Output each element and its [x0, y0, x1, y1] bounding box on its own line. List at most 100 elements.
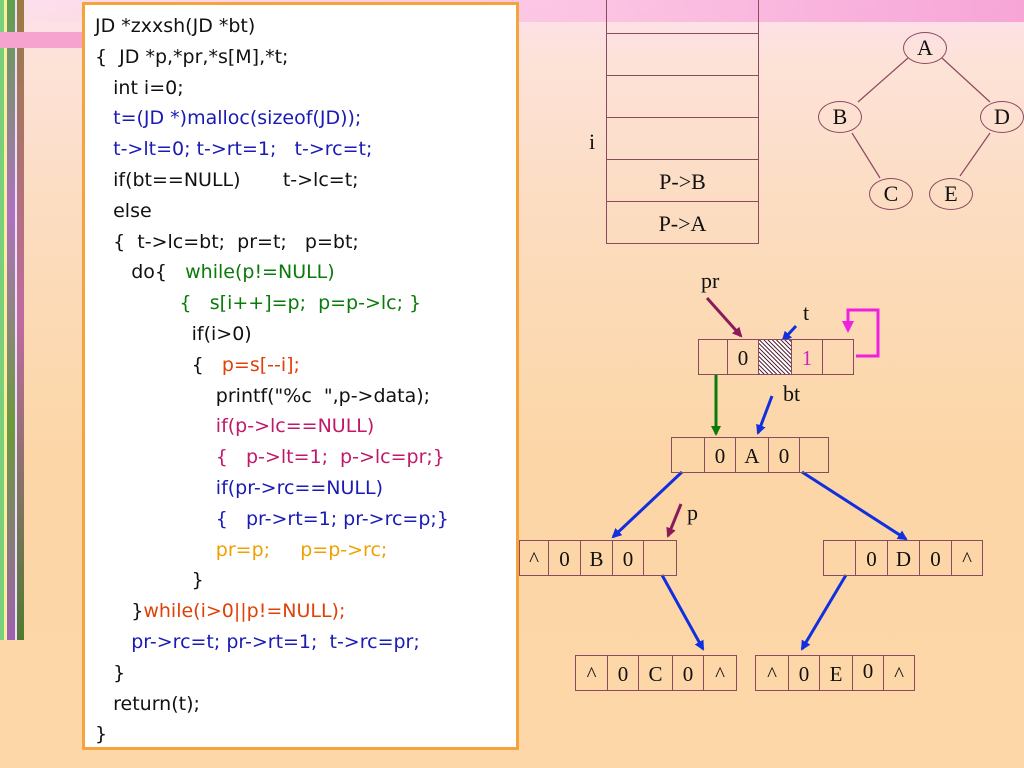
code-line: { s[i++]=p; p=p->lc; } — [95, 288, 516, 319]
code-line: printf("%c ",p->data); — [95, 381, 516, 412]
code-listing: JD *zxxsh(JD *bt) { JD *p,*pr,*s[M],*t; i… — [82, 2, 519, 750]
edge-b-c — [851, 132, 881, 179]
record-rc: ^ — [703, 655, 737, 691]
head-rc — [822, 339, 854, 375]
code-segment: } — [95, 600, 144, 623]
stack-index-label: i — [589, 129, 596, 154]
code-segment: { pr->rt=1; pr->rc=p;} — [95, 507, 449, 530]
code-line: return(t); — [95, 689, 516, 720]
record-lc: ^ — [755, 655, 789, 691]
code-segment: if(pr->rc==NULL) — [95, 476, 383, 499]
code-segment: int i=0; — [95, 76, 184, 99]
code-segment: { — [95, 353, 222, 376]
code-segment: } — [95, 661, 126, 684]
code-line: { t->lc=bt; pr=t; p=bt; — [95, 227, 516, 258]
code-line: pr=p; p=p->rc; — [95, 535, 516, 566]
pink-accent-bar — [0, 32, 82, 48]
head-data — [758, 339, 792, 375]
arrow-t — [781, 324, 798, 342]
code-line: } — [95, 658, 516, 689]
tree-node-d: D — [980, 101, 1024, 133]
record-rc — [643, 540, 677, 576]
code-line: do{ while(p!=NULL) — [95, 257, 516, 288]
record-lt: 0 — [788, 655, 820, 691]
code-segment: if(i>0) — [95, 322, 252, 345]
record-rc: ^ — [883, 655, 915, 691]
code-segment: JD *zxxsh(JD *bt) — [95, 15, 256, 37]
code-line: if(i>0) — [95, 319, 516, 350]
code-line: else — [95, 196, 516, 227]
record-data: D — [887, 540, 920, 576]
record-lt: 0 — [704, 437, 736, 473]
code-line: } — [95, 719, 516, 750]
record-lc — [823, 540, 856, 576]
code-segment: { p->lt=1; p->lc=pr;} — [95, 446, 445, 469]
record-rt: 0 — [919, 540, 952, 576]
edge-d-e — [959, 132, 991, 177]
code-segment: t->lt=0; t->rt=1; t->rc=t; — [95, 138, 373, 161]
head-flag-rt: 1 — [791, 339, 823, 375]
record-rt: 0 — [768, 437, 800, 473]
record-rt: 0 — [672, 655, 704, 691]
code-segment: if(p->lc==NULL) — [95, 415, 375, 438]
tree-node-b: B — [818, 101, 862, 133]
code-segment: { t->lc=bt; pr=t; p=bt; — [95, 230, 359, 253]
tree-node-a: A — [903, 32, 947, 64]
pointer-label-t: t — [803, 300, 810, 325]
code-segment: t=(JD *)malloc(sizeof(JD)); — [95, 107, 362, 130]
tree-record-e: ^ 0 E 0 ^ — [755, 655, 915, 691]
code-segment: { JD *p,*pr,*s[M],*t; — [95, 45, 289, 68]
code-line: JD *zxxsh(JD *bt) — [95, 11, 516, 42]
arrow-b-to-c — [660, 574, 705, 651]
code-line: } — [95, 565, 516, 596]
code-segment: return(t); — [95, 692, 200, 715]
edge-a-d — [941, 57, 991, 103]
tree-record-d: 0 D 0 ^ — [823, 540, 983, 576]
code-line: }while(i>0||p!=NULL); — [95, 596, 516, 627]
record-rc — [799, 437, 829, 473]
arrow-pr — [705, 296, 743, 338]
code-line: { JD *p,*pr,*s[M],*t; — [95, 42, 516, 73]
record-rc: ^ — [951, 540, 983, 576]
record-rt: 0 — [852, 655, 884, 691]
arrow-a-to-b — [611, 470, 684, 539]
tree-record-c: ^ 0 C 0 ^ — [575, 655, 737, 691]
code-line: { pr->rt=1; pr->rc=p;} — [95, 504, 516, 535]
code-line: t=(JD *)malloc(sizeof(JD)); — [95, 103, 516, 134]
arrow-p — [666, 503, 683, 538]
code-segment: else — [95, 199, 152, 222]
record-lt: 0 — [607, 655, 639, 691]
code-line: if(pr->rc==NULL) — [95, 473, 516, 504]
code-line: { p->lt=1; p->lc=pr;} — [95, 442, 516, 473]
code-segment: pr=p; p=p->rc; — [95, 538, 388, 561]
record-data: C — [638, 655, 673, 691]
code-segment: p=s[--i]; — [221, 353, 300, 376]
head-flag-lt: 0 — [727, 339, 759, 375]
arrow-bt — [756, 395, 774, 435]
code-segment: if(bt==NULL) t->lc=t; — [95, 168, 359, 191]
tree-node-e: E — [929, 178, 973, 210]
arrow-d-to-e — [800, 574, 848, 651]
tree-record-a: 0 A 0 — [671, 437, 829, 473]
code-segment: do{ — [95, 261, 186, 284]
code-segment: { s[i++]=p; p=p->lc; } — [95, 292, 422, 315]
record-data: E — [819, 655, 853, 691]
record-lt: 0 — [855, 540, 888, 576]
code-segment: while(p!=NULL) — [185, 261, 335, 284]
pointer-label-p: p — [687, 500, 698, 525]
code-line: pr->rc=t; pr->rt=1; t->rc=pr; — [95, 627, 516, 658]
record-data: B — [580, 540, 613, 576]
code-segment: pr->rc=t; pr->rt=1; t->rc=pr; — [95, 630, 420, 653]
thread-head-node: 0 1 — [698, 339, 854, 375]
code-line: if(p->lc==NULL) — [95, 411, 516, 442]
code-line: { p=s[--i]; — [95, 350, 516, 381]
record-lt: 0 — [548, 540, 581, 576]
pointer-label-bt: bt — [783, 381, 801, 406]
stack-array: P->B P->A — [606, 0, 759, 244]
code-segment: while(i>0||p!=NULL); — [143, 600, 346, 623]
tree-node-c: C — [869, 178, 913, 210]
edge-a-b — [857, 57, 909, 103]
record-rt: 0 — [612, 540, 644, 576]
pointer-label-pr: pr — [701, 268, 720, 293]
